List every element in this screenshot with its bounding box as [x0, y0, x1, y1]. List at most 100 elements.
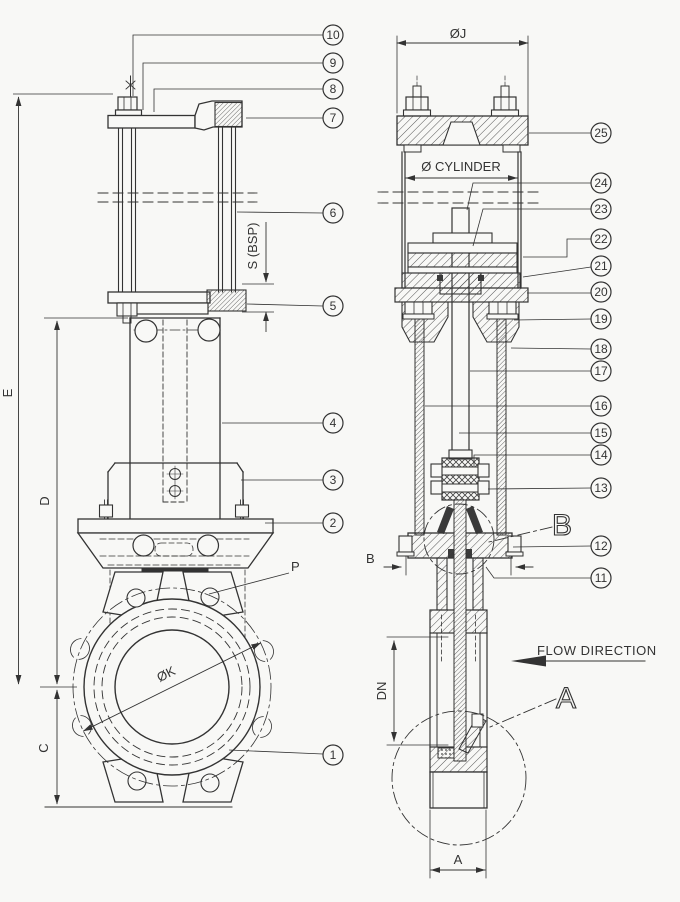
callout-23: 23 [590, 198, 612, 220]
callout-10: 10 [322, 24, 344, 46]
callout-7-number: 7 [330, 111, 337, 125]
callout-7: 7 [322, 107, 344, 129]
clevis [430, 449, 490, 501]
dim-cylinder: Ø CYLINDER [405, 159, 518, 181]
bonnet-front [76, 462, 275, 649]
yoke-front [129, 317, 221, 536]
callout-6-number: 6 [330, 206, 337, 220]
section-b-marks: B [366, 551, 534, 576]
callout-8-number: 8 [330, 82, 337, 96]
body-flange-front [44, 587, 274, 808]
valve-body-section [396, 499, 524, 809]
callout-21: 21 [590, 255, 612, 277]
callout-24-number: 24 [594, 176, 608, 190]
callout-20: 20 [590, 281, 612, 303]
detail-markers: B A [391, 503, 577, 846]
callout-18-number: 18 [594, 342, 608, 356]
callout-13-number: 13 [594, 481, 608, 495]
actuator-top [107, 75, 243, 131]
flow-direction: FLOW DIRECTION [511, 643, 657, 667]
callout-4-number: 4 [330, 416, 337, 430]
callout-21-number: 21 [594, 259, 608, 273]
label-dim-dn: DN [374, 682, 389, 701]
callout-14: 14 [590, 444, 612, 466]
label-dim-c: C [36, 743, 51, 752]
callout-12-number: 12 [594, 539, 608, 553]
callout-11: 11 [590, 567, 612, 589]
callout-2-number: 2 [330, 516, 337, 530]
callout-25-number: 25 [594, 126, 608, 140]
cylinder-rods [117, 127, 237, 293]
callout-10-number: 10 [326, 28, 340, 42]
callout-24: 24 [590, 172, 612, 194]
callout-23-number: 23 [594, 202, 608, 216]
dim-a: A [429, 809, 487, 879]
label-dim-s-bsp: S (BSP) [245, 223, 260, 270]
callout-3: 3 [322, 469, 344, 491]
callout-15-number: 15 [594, 426, 608, 440]
label-section-b: B [366, 551, 375, 566]
cylinder-bottom [394, 272, 529, 343]
callout-balloons: 10 9 8 7 6 5 4 3 2 1 25 24 23 22 21 20 1… [322, 24, 612, 766]
callout-20-number: 20 [594, 285, 608, 299]
callout-17: 17 [590, 360, 612, 382]
label-dim-d: D [37, 496, 52, 505]
actuator-bottom [107, 289, 247, 324]
callout-25: 25 [590, 122, 612, 144]
label-flow-direction: FLOW DIRECTION [537, 643, 657, 658]
detail-circle-a [391, 710, 527, 846]
lug-hole [127, 771, 147, 791]
callout-8: 8 [322, 78, 344, 100]
callout-16-number: 16 [594, 399, 608, 413]
label-dim-e: E [0, 388, 15, 397]
air-port-lower [206, 289, 247, 312]
callout-18: 18 [590, 338, 612, 360]
callout-15: 15 [590, 422, 612, 444]
callout-3-number: 3 [330, 473, 337, 487]
gland-stud [466, 506, 483, 534]
air-port-upper [214, 101, 243, 128]
callout-1: 1 [322, 744, 344, 766]
callout-9: 9 [322, 52, 344, 74]
callout-22: 22 [590, 228, 612, 250]
pipe-stub [429, 771, 488, 809]
callout-17-number: 17 [594, 364, 608, 378]
callout-4: 4 [322, 412, 344, 434]
callout-13: 13 [590, 477, 612, 499]
knife-gate [453, 499, 467, 762]
cylinder-walls [401, 151, 522, 289]
callout-leaders [132, 34, 592, 755]
front-dimensions: E D C S (BSP) P [0, 93, 300, 805]
label-dim-p: P [291, 559, 300, 574]
detail-circle-b [423, 503, 495, 575]
detail-letter-b: B [552, 509, 572, 542]
lug-hole [200, 773, 220, 793]
seat-packing [437, 747, 455, 759]
cylinder-top-cover [396, 115, 529, 153]
dim-j: ØJ [396, 26, 529, 132]
lug-hole [200, 587, 220, 607]
callout-16: 16 [590, 395, 612, 417]
flow-arrow [511, 655, 546, 667]
label-dim-cylinder: Ø CYLINDER [421, 159, 500, 174]
callout-19-number: 19 [594, 312, 608, 326]
callout-19: 19 [590, 308, 612, 330]
callout-12: 12 [590, 535, 612, 557]
callout-9-number: 9 [330, 56, 337, 70]
callout-22-number: 22 [594, 232, 608, 246]
lug-hole [126, 588, 146, 608]
callout-6: 6 [322, 202, 344, 224]
label-dim-j: ØJ [450, 26, 467, 41]
callout-11-number: 11 [595, 571, 608, 585]
callout-5: 5 [322, 295, 344, 317]
dim-dn: DN [374, 636, 449, 746]
break-lines-front [97, 192, 258, 203]
gland-stud [437, 506, 454, 534]
cylinder-top-bolts [402, 75, 520, 117]
callout-1-number: 1 [330, 748, 337, 762]
break-lines-section [377, 191, 541, 204]
callout-2: 2 [322, 512, 344, 534]
section-view: ØJ [366, 26, 657, 879]
